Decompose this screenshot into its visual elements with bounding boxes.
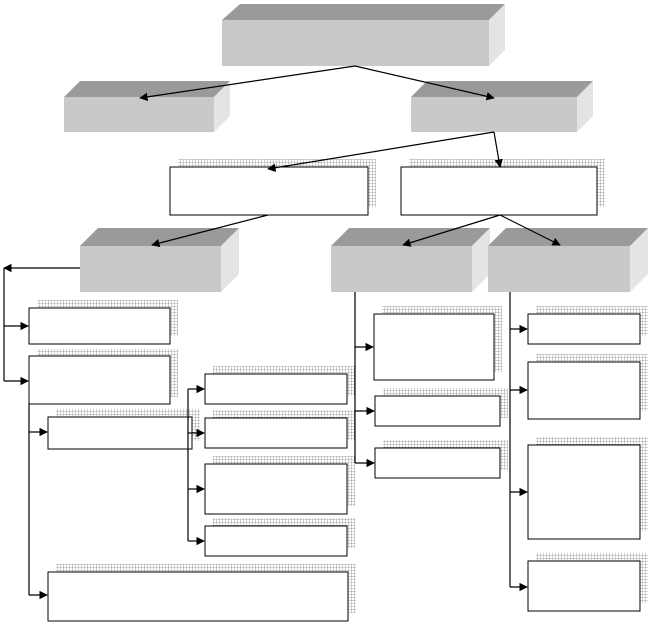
leaf-a-bottom-label [48, 572, 348, 621]
level2-right-node [400, 159, 605, 216]
leaf-b1-node [373, 306, 502, 381]
leaf-c3-node [527, 437, 648, 540]
leaf-sub-3-label [205, 464, 347, 514]
level2-left-label [170, 167, 368, 215]
leaf-sub-4-label [205, 526, 347, 556]
level3-a-node [80, 228, 239, 292]
leaf-c2-label [528, 362, 640, 419]
arrow-l1-right-to-l2-right [493, 131, 503, 168]
leaf-a1-node [28, 300, 178, 345]
level3-b-label [331, 246, 472, 292]
leaf-a-bottom-node [47, 564, 356, 622]
leaf-a2-sub-node [47, 409, 200, 450]
leaf-sub-3-node [204, 456, 355, 515]
leaf-a2-node [28, 349, 178, 405]
level3-c-label [488, 246, 630, 292]
arrow-l2-right-to-l3c [499, 214, 561, 246]
arrow-root-to-l1-left [139, 65, 356, 102]
leaf-c4-label [528, 561, 640, 611]
leaf-c2-node [527, 354, 648, 420]
level3-c-node [488, 228, 648, 292]
leaf-a2-label [29, 356, 170, 404]
leaf-c3-label [528, 445, 640, 539]
arrow-l2-right-to-l3b [402, 214, 501, 247]
leaf-b3-node [374, 440, 508, 479]
level1-left-label [64, 97, 214, 132]
level3-b-node [331, 228, 490, 292]
arrow-root-to-l1-right [354, 65, 495, 101]
leaf-b2-label [375, 396, 500, 426]
level1-right-node [411, 81, 593, 132]
level3-a-label [80, 246, 221, 292]
arrow-l2-left-to-l3a [151, 214, 269, 248]
leaf-sub-2-label [205, 418, 347, 448]
root-node [222, 4, 505, 66]
leaf-sub-1-label [205, 374, 347, 404]
level1-left-node [64, 81, 230, 132]
root-label [222, 20, 489, 66]
leaf-sub-1-node [204, 366, 355, 405]
leaf-a2-sub-label [48, 417, 192, 449]
leaf-b2-node [374, 388, 508, 427]
leaf-sub-2-node [204, 410, 355, 449]
leaf-c4-node [527, 553, 648, 612]
leaf-b3-label [375, 448, 500, 478]
leaf-b1-label [374, 314, 494, 380]
connectors [3, 65, 561, 600]
level1-right-label [411, 97, 577, 132]
leaf-a1-label [29, 308, 170, 344]
level2-right-label [401, 167, 597, 215]
leaf-c1-node [527, 306, 648, 345]
leaf-c1-label [528, 314, 640, 344]
leaf-sub-4-node [204, 518, 355, 557]
arrow-l1-right-to-l2-left [267, 131, 495, 172]
